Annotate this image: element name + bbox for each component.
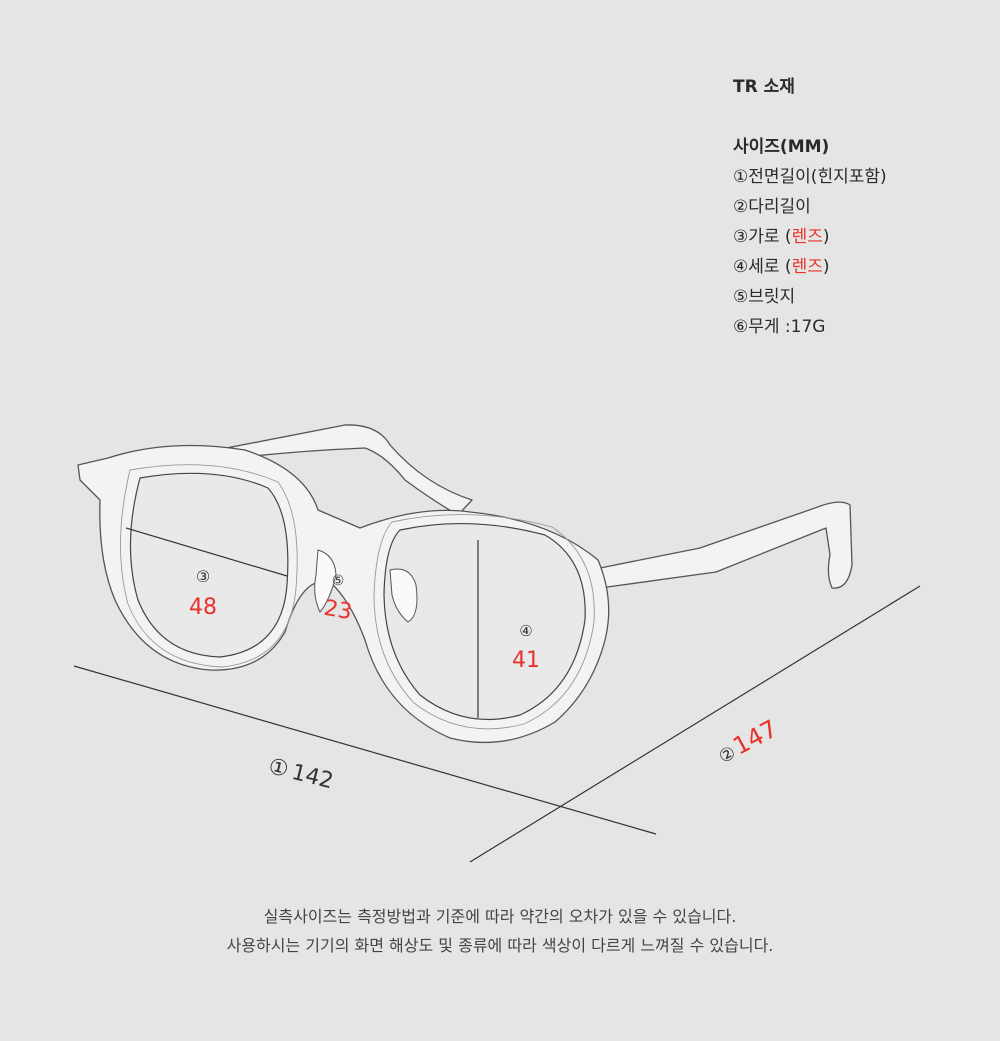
glasses-diagram: ③ 48 ⑤ 23 ④ 41 ① 142 ② 147: [73, 424, 921, 863]
lens-width-value: 48: [189, 595, 217, 620]
spec-suffix: ): [822, 227, 830, 247]
bridge-value: 23: [322, 596, 354, 625]
lens-height-marker: ④: [519, 622, 532, 640]
front-temple: [589, 501, 853, 589]
front-length-marker: ①: [266, 754, 291, 783]
spec-item-temple-length: ②다리길이: [733, 192, 887, 222]
spec-red-text: 렌즈: [791, 227, 823, 247]
spec-item-bridge: ⑤브릿지: [733, 282, 887, 312]
spec-label: 세로 (: [748, 257, 792, 277]
temple-length-line: [469, 585, 921, 863]
notice-text: 실측사이즈는 측정방법과 기준에 따라 약간의 오차가 있을 수 있습니다. 사…: [0, 902, 1000, 960]
right-lens: [383, 523, 586, 721]
spec-item-lens-height: ④세로 (렌즈): [733, 252, 887, 282]
spec-item-weight: ⑥무게 :17G: [733, 312, 887, 342]
front-length-value: 142: [289, 760, 336, 794]
marker: ④: [733, 257, 749, 277]
marker: ③: [733, 227, 749, 247]
spec-list: TR 소재 사이즈(MM) ①전면길이(힌지포함) ②다리길이 ③가로 (렌즈)…: [733, 72, 887, 342]
notice-line-1: 실측사이즈는 측정방법과 기준에 따라 약간의 오차가 있을 수 있습니다.: [263, 907, 737, 926]
lens-width-marker: ③: [196, 567, 210, 586]
bridge-marker: ⑤: [332, 573, 345, 589]
spec-item-front-length: ①전면길이(힌지포함): [733, 162, 887, 192]
spec-label: 다리길이: [748, 197, 811, 217]
spec-item-lens-width: ③가로 (렌즈): [733, 222, 887, 252]
spec-label: 가로 (: [748, 227, 792, 247]
spec-suffix: ): [822, 257, 830, 277]
lens-height-value: 41: [512, 648, 540, 673]
marker: ⑥: [733, 317, 749, 337]
spec-red-text: 렌즈: [791, 257, 823, 277]
spec-label: 전면길이(힌지포함): [748, 167, 887, 187]
bridge-pad: [314, 549, 337, 613]
spec-label: 브릿지: [748, 287, 796, 307]
lens-width-line: [125, 527, 288, 577]
material-label: TR 소재: [733, 77, 795, 97]
temple-length-value: 147: [728, 714, 782, 760]
marker: ②: [733, 197, 749, 217]
marker: ①: [733, 167, 749, 187]
size-heading: 사이즈(MM): [733, 137, 830, 157]
back-temple: [174, 424, 473, 516]
left-lens: [129, 472, 289, 658]
front-length-line: [73, 665, 657, 835]
spec-label: 무게 :17G: [748, 317, 826, 337]
nose-pad: [389, 568, 418, 623]
notice-line-2: 사용하시는 기기의 화면 해상도 및 종류에 따라 색상이 다르게 느껴질 수 …: [226, 936, 774, 955]
marker: ⑤: [733, 287, 749, 307]
